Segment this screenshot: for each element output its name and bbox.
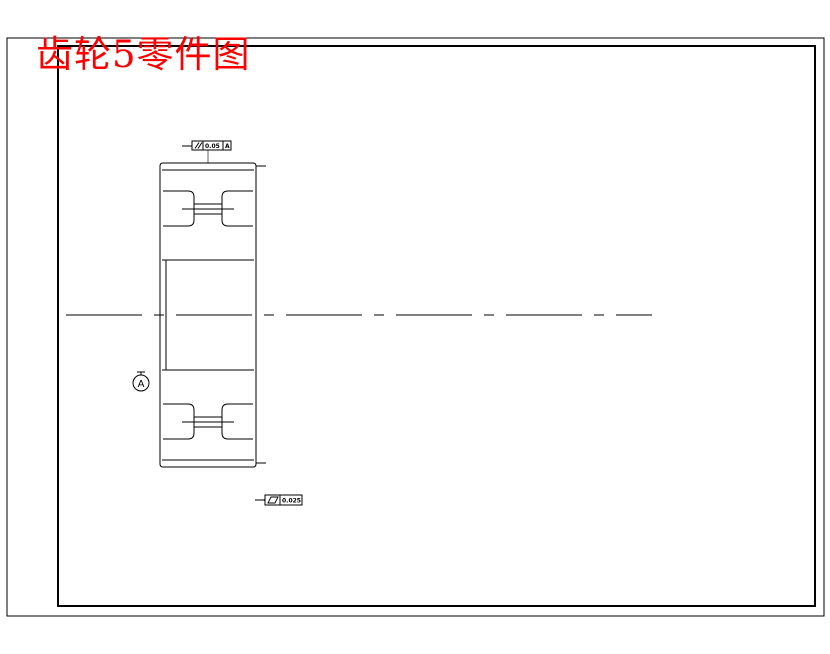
gear-section	[159, 162, 266, 468]
flatness-tolerance-frame: 0.025	[255, 494, 303, 506]
datum-symbol: A	[132, 371, 150, 392]
parallelism-value: 0.05	[205, 143, 220, 150]
flatness-icon	[267, 496, 279, 504]
datum-label: A	[138, 379, 145, 390]
drawing-title: 齿轮5零件图	[36, 33, 251, 76]
drawing-frame	[57, 45, 816, 607]
parallelism-datum: A	[225, 143, 230, 150]
flatness-value: 0.025	[282, 498, 301, 505]
parallelism-tolerance-frame: 0.05 A	[182, 140, 232, 163]
parallelism-icon	[194, 142, 203, 149]
outer-border	[6, 37, 825, 617]
